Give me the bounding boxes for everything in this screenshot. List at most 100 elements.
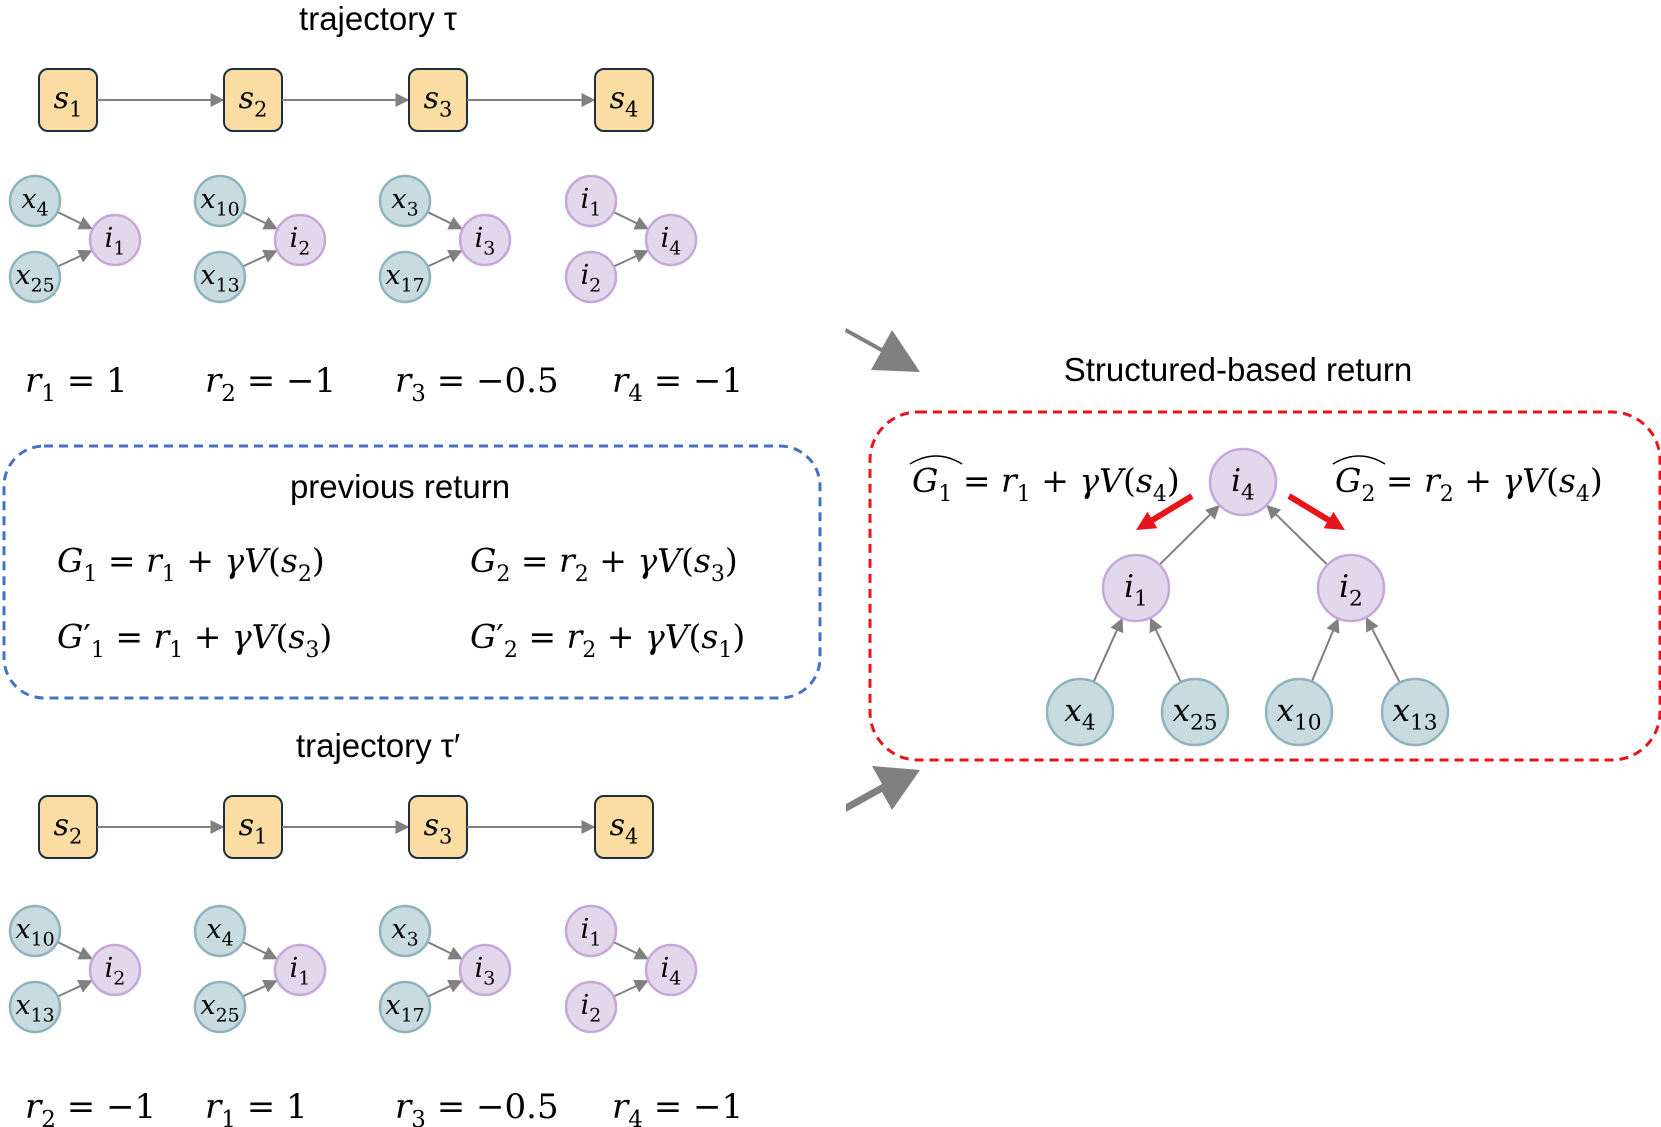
top-reward-1-sub: 1	[41, 381, 56, 407]
bottom-graph-3-edge-b	[427, 979, 463, 998]
bottom-graph-1-label-b-var: x	[15, 990, 30, 1021]
previous-return-eq-2-rp: )	[725, 541, 738, 580]
top-graph-2-label-b: x13	[200, 260, 239, 297]
previous-return-eq-1-s: s	[281, 541, 298, 580]
previous-return-eq-2: G2 = r2 + γV(s3)	[470, 541, 738, 587]
top-reward-1-r: r	[25, 361, 43, 401]
tree-mid-node-2-label-sub: 2	[1349, 587, 1363, 612]
bottom-graph-1-label-b: x13	[15, 990, 54, 1027]
bottom-graph-1-node-c	[88, 943, 142, 997]
top-graph-3-label-c-var: i	[475, 223, 484, 254]
structured-eq-right: G2 = r2 + γV(s4)	[1335, 461, 1603, 507]
top-graph-3-label-b-sub: 17	[401, 275, 425, 297]
tree-edge-x13-i2	[1365, 616, 1401, 684]
top-reward-4-r: r	[612, 361, 630, 401]
top-reward-2-value: = −1	[236, 361, 336, 401]
tree-leaf-node-1-label: x4	[1064, 693, 1095, 736]
top-graph-1-node-c	[88, 213, 142, 267]
top-state-label-4-var: s	[610, 81, 625, 116]
structured-eq-left-s: s	[1136, 461, 1153, 500]
bottom-state-label-1-sub: 2	[69, 824, 82, 848]
top-graph-4-label-a: i1	[581, 184, 602, 221]
red-arrow-left	[1136, 493, 1194, 530]
bottom-graph-3-label-c-var: i	[475, 953, 484, 984]
top-graph-1-label-c-var: i	[105, 223, 114, 254]
bottom-graph-3-node-b	[378, 980, 432, 1034]
previous-return-eq-2-V: V	[657, 541, 684, 580]
bottom-graph-3-node-c	[458, 943, 512, 997]
top-graph-4-label-b-var: i	[581, 260, 590, 291]
tree-mid-node-1-label-sub: 1	[1134, 587, 1148, 612]
bottom-graph-1-node-a	[8, 904, 62, 958]
top-state-label-3: s3	[424, 81, 453, 121]
tree-root-node-label: i4	[1231, 463, 1255, 506]
bottom-state-label-3: s3	[424, 808, 453, 848]
structured-eq-left-lp: (	[1123, 461, 1136, 500]
previous-return-eq-1-rsub: 1	[162, 562, 176, 587]
previous-return-eq-4: G′2 = r2 + γV(s1)	[470, 617, 745, 663]
top-graph-2-label-b-var: x	[200, 260, 215, 291]
top-graph-1-edge-a	[57, 211, 93, 230]
bottom-graph-4-label-c-sub: 4	[669, 968, 681, 990]
bottom-graph-1-label-a: x10	[15, 914, 54, 951]
bottom-state-label-4-sub: 4	[625, 824, 638, 848]
bottom-graph-4-label-a-sub: 1	[589, 929, 601, 951]
bottom-graph-3-node-a	[378, 904, 432, 958]
bottom-reward-1-sub: 2	[41, 1107, 56, 1127]
bottom-graph-1-edge-a	[57, 941, 93, 960]
previous-return-eq-1-lp: (	[268, 541, 281, 580]
previous-return-eq-1-ssub: 2	[298, 562, 312, 587]
structured-eq-left-rp: )	[1167, 461, 1180, 500]
top-graph-3-node-a	[378, 174, 432, 228]
bottom-graph-3-label-a: x3	[391, 914, 418, 951]
previous-return-eq-1-rp: )	[312, 541, 325, 580]
tree-leaf-node-2-label: x25	[1172, 693, 1217, 736]
top-graph-4-edge-a	[613, 211, 649, 230]
bottom-graph-4-label-a: i1	[581, 914, 602, 951]
top-state-label-1-sub: 1	[69, 97, 82, 121]
top-reward-2-r: r	[205, 361, 223, 401]
top-reward-4-sub: 4	[628, 381, 643, 407]
bottom-state-label-2: s1	[239, 808, 268, 848]
bottom-graph-4-node-b	[564, 980, 618, 1034]
previous-return-eq-4-plus: +	[596, 617, 645, 656]
structured-return-title: Structured-based return	[1064, 351, 1413, 388]
top-reward-4: r4 = −1	[612, 361, 743, 407]
structured-eq-right-sub: 2	[1361, 482, 1375, 507]
structured-eq-left: G1 = r1 + γV(s4)	[912, 461, 1180, 507]
previous-return-eq-2-sub: 2	[496, 562, 510, 587]
bottom-graph-4-edge-b	[613, 979, 649, 998]
previous-return-eq-1: G1 = r1 + γV(s2)	[57, 541, 325, 587]
bottom-state-label-3-sub: 3	[439, 824, 452, 848]
previous-return-eq-1-plus: +	[176, 541, 225, 580]
top-graph-4-label-c-sub: 4	[669, 238, 681, 260]
bottom-graph-4-edge-a	[613, 941, 649, 960]
top-graph-2-label-c-var: i	[290, 223, 299, 254]
previous-return-eq-4-lp: (	[689, 617, 702, 656]
top-graph-1-label-a-var: x	[21, 184, 36, 215]
bottom-reward-2-r: r	[205, 1087, 223, 1127]
bottom-graph-1-label-a-sub: 10	[31, 929, 55, 951]
structured-eq-left-r: r	[1001, 461, 1019, 500]
bottom-graph-1-label-b-sub: 13	[31, 1005, 55, 1027]
tree-edge-x10-i2	[1310, 618, 1340, 682]
top-graph-2-edge-b	[242, 249, 278, 268]
bottom-state-label-1-var: s	[54, 808, 69, 843]
top-graph-3-node-b	[378, 250, 432, 304]
structured-eq-right-ssub: 4	[1576, 482, 1590, 507]
previous-return-eq-1-sub: 1	[83, 562, 97, 587]
top-state-label-1-var: s	[54, 81, 69, 116]
previous-return-eq-4-g: G	[470, 617, 496, 656]
bottom-graph-4-label-b-var: i	[581, 990, 590, 1021]
top-reward-3-sub: 3	[411, 381, 426, 407]
previous-return-eq-2-plus: +	[589, 541, 638, 580]
structured-eq-right-gamma: γ	[1502, 461, 1522, 500]
bottom-reward-4-r: r	[612, 1087, 630, 1127]
top-graph-2-label-a-var: x	[200, 184, 215, 215]
bottom-graph-3-label-b-var: x	[385, 990, 400, 1021]
previous-return-eq-3-V: V	[252, 617, 279, 656]
previous-return-eq-3-ssub: 3	[305, 638, 319, 663]
previous-return-eq-4-s: s	[701, 617, 718, 656]
bottom-graph-2-node-c	[273, 943, 327, 997]
top-reward-2: r2 = −1	[205, 361, 336, 407]
